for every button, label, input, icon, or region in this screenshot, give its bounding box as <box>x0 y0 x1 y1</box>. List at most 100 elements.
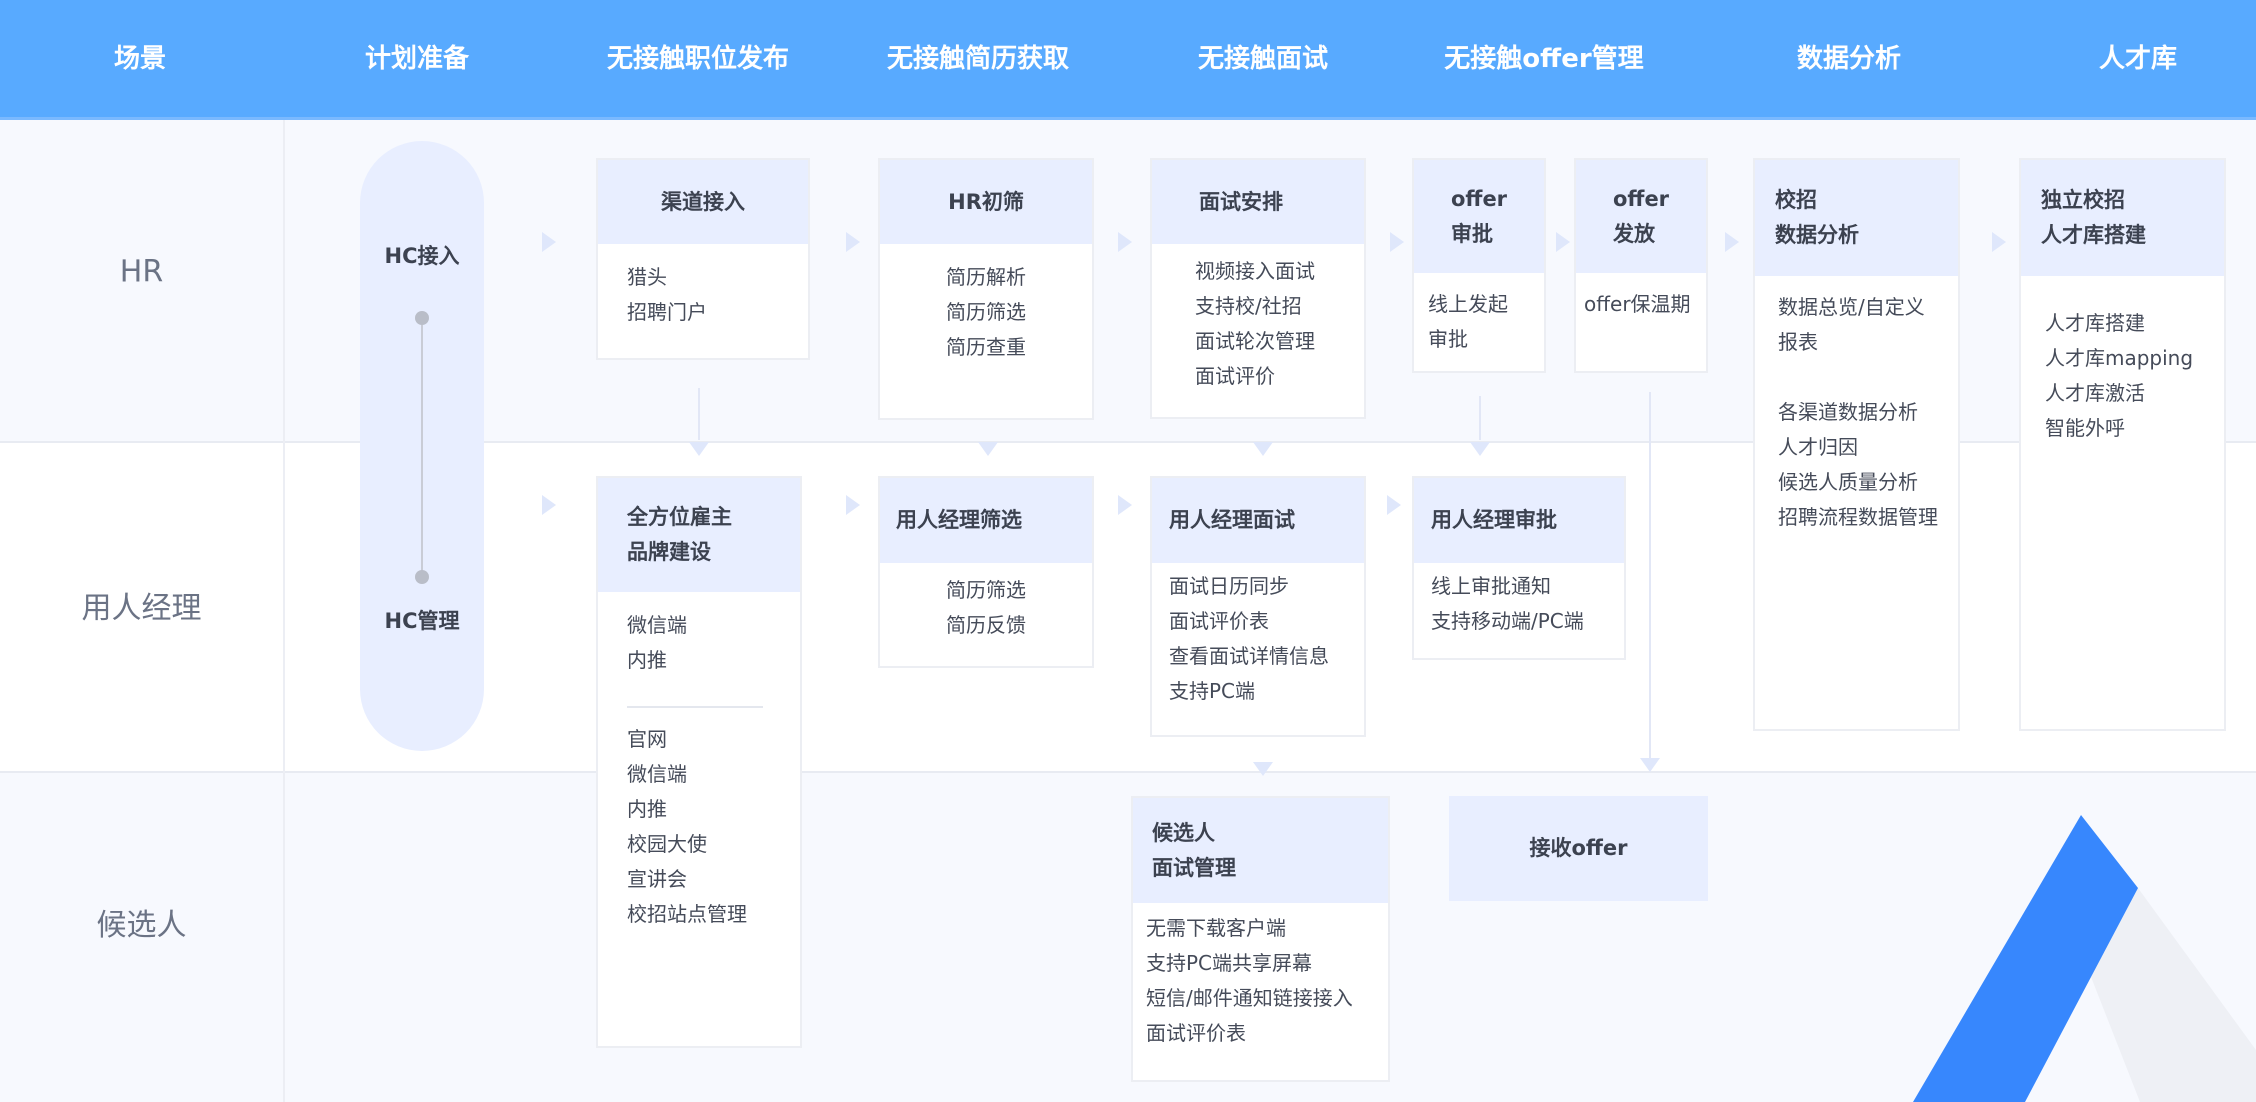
hc-manage-label: HC管理 <box>384 609 460 633</box>
card-title: 用人经理审批 <box>1431 508 1557 532</box>
card-title: offer <box>1451 186 1508 211</box>
card-item: 各渠道数据分析 <box>1778 400 1918 424</box>
card-header: HR初筛 <box>880 160 1092 244</box>
card-title: 接收offer <box>1529 836 1628 860</box>
arrow-down-icon <box>1253 762 1273 776</box>
card-mgr-screen: 用人经理筛选简历筛选简历反馈 <box>878 476 1094 668</box>
card-item: 短信/邮件通知链接接入 <box>1146 986 1353 1010</box>
card-body: 线上审批通知支持移动端/PC端 <box>1414 563 1624 639</box>
card-item: 线上发起 <box>1428 292 1508 316</box>
card-title: 用人经理面试 <box>1169 508 1295 532</box>
card-title: 面试管理 <box>1152 855 1236 880</box>
card-body: 简历筛选简历反馈 <box>880 563 1092 643</box>
card-candidate-interview: 候选人面试管理无需下载客户端支持PC端共享屏幕短信/邮件通知链接接入面试评价表 <box>1131 796 1390 1082</box>
card-title: 独立校招 <box>2041 188 2125 212</box>
card-title: 候选人 <box>1152 820 1215 845</box>
card-item: 简历查重 <box>946 335 1026 359</box>
arrow-right-icon <box>1387 495 1401 515</box>
card-item: 招聘流程数据管理 <box>1778 505 1938 529</box>
card-item: 数据总览/自定义 <box>1778 295 1925 319</box>
card-header: 面试安排 <box>1152 160 1364 244</box>
card-title: 全方位雇主 <box>627 505 732 529</box>
card-item: 支持校/社招 <box>1195 294 1302 318</box>
card-channel: 渠道接入猎头招聘门户 <box>596 158 810 360</box>
card-item: 简历筛选 <box>946 300 1026 324</box>
arrow-right-icon <box>1992 232 2006 252</box>
card-item: 支持移动端/PC端 <box>1431 609 1584 633</box>
arrow-right-icon <box>1118 495 1132 515</box>
arrow-right-icon <box>1390 232 1404 252</box>
card-body: 线上发起审批 <box>1414 273 1544 357</box>
connector-line <box>1479 396 1481 440</box>
hc-access-label: HC接入 <box>384 244 460 268</box>
card-body: 猎头招聘门户 <box>598 244 808 330</box>
card-item: 人才库激活 <box>2045 381 2145 405</box>
card-item: 官网 <box>627 727 667 751</box>
card-item: 面试轮次管理 <box>1195 329 1315 353</box>
arrow-down-icon <box>1253 442 1273 456</box>
card-interview-arrange: 面试安排视频接入面试支持校/社招面试轮次管理面试评价 <box>1150 158 1366 419</box>
card-item: 报表 <box>1778 330 1818 354</box>
plan-dot <box>415 311 429 325</box>
card-item: offer保温期 <box>1584 292 1691 316</box>
card-item: 内推 <box>627 648 667 672</box>
card-title: 渠道接入 <box>661 189 745 214</box>
card-item: 简历解析 <box>946 265 1026 289</box>
card-item: 审批 <box>1428 327 1468 351</box>
card-item: 内推 <box>627 797 667 821</box>
card-body: 无需下载客户端支持PC端共享屏幕短信/邮件通知链接接入面试评价表 <box>1133 903 1388 1051</box>
header-column-1: 计划准备 <box>364 44 470 74</box>
card-item: 校园大使 <box>627 832 707 856</box>
card-item: 校招站点管理 <box>627 902 747 926</box>
arrow-down-icon <box>978 442 998 456</box>
card-body: 视频接入面试支持校/社招面试轮次管理面试评价 <box>1152 244 1364 394</box>
card-item: 人才库mapping <box>2045 346 2194 370</box>
header-bar: 场景计划准备无接触职位发布无接触简历获取无接触面试无接触offer管理数据分析人… <box>0 0 2256 120</box>
card-title: 发放 <box>1613 221 1655 246</box>
header-column-2: 无接触职位发布 <box>606 44 790 74</box>
card-employer-brand: 全方位雇主品牌建设微信端内推官网微信端内推校园大使宣讲会校招站点管理 <box>596 476 802 1048</box>
arrow-right-icon <box>542 232 556 252</box>
card-body: offer保温期 <box>1576 273 1706 322</box>
card-item: 智能外呼 <box>2045 416 2125 440</box>
arrow-right-icon <box>1118 232 1132 252</box>
card-item: 面试评价 <box>1195 364 1275 388</box>
row-label-manager: 用人经理 <box>81 591 202 626</box>
card-title: HR初筛 <box>948 189 1024 214</box>
card-title: 校招 <box>1775 188 1817 212</box>
row-candidate <box>0 773 2256 1102</box>
card-item: 查看面试详情信息 <box>1169 644 1329 668</box>
card-item: 无需下载客户端 <box>1146 916 1286 940</box>
arrow-down-icon <box>1470 442 1490 456</box>
arrow-right-icon <box>542 495 556 515</box>
card-title: offer <box>1613 186 1670 211</box>
card-header: 用人经理面试 <box>1152 478 1364 563</box>
card-item: 面试评价表 <box>1169 609 1269 633</box>
card-item: 支持PC端 <box>1169 679 1256 703</box>
card-item: 面试评价表 <box>1146 1021 1246 1045</box>
card-item: 支持PC端共享屏幕 <box>1146 951 1313 975</box>
card-item: 候选人质量分析 <box>1778 470 1918 494</box>
card-mgr-interview: 用人经理面试面试日历同步面试评价表查看面试详情信息支持PC端 <box>1150 476 1366 737</box>
plan-connector-line <box>421 325 423 583</box>
card-item: 微信端 <box>627 762 687 786</box>
arrow-down-icon <box>1640 758 1660 772</box>
arrow-down-icon <box>689 442 709 456</box>
card-header: 接收offer <box>1449 796 1708 901</box>
card-hr-screen: HR初筛简历解析简历筛选简历查重 <box>878 158 1094 420</box>
connector-line <box>698 388 700 440</box>
card-item: 微信端 <box>627 613 687 637</box>
group-gap <box>1778 360 1950 395</box>
plan-dot <box>415 570 429 584</box>
card-item: 面试日历同步 <box>1169 574 1289 598</box>
arrow-right-icon <box>846 232 860 252</box>
card-title: 用人经理筛选 <box>896 508 1022 532</box>
card-item: 线上审批通知 <box>1431 574 1551 598</box>
arrow-right-icon <box>1556 232 1570 252</box>
group-divider <box>627 706 763 708</box>
card-item: 视频接入面试 <box>1195 259 1315 283</box>
